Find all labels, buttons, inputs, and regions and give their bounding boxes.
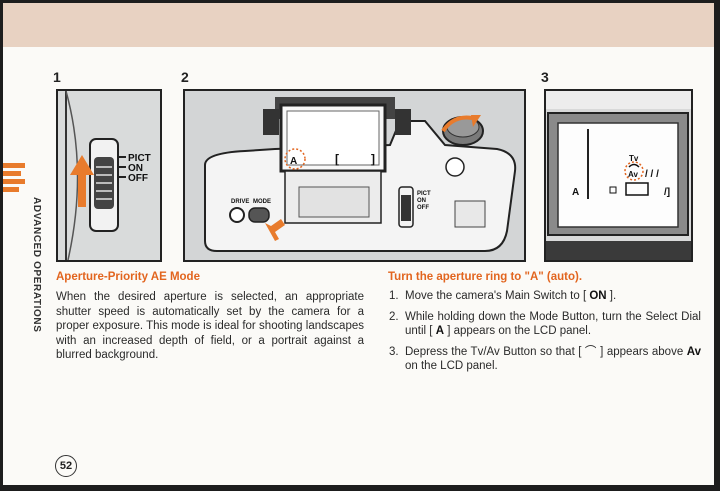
switch-label-pict: PICT <box>128 153 151 164</box>
figure-1-main-switch: PICT ON OFF <box>56 89 162 262</box>
lcd-av-label: Av <box>628 170 638 179</box>
camera-switch-label-on: ON <box>417 198 426 204</box>
figure-3-lcd-panel: Tv Av / / / A /] <box>544 89 693 262</box>
switch-label-on: ON <box>128 163 143 174</box>
right-section-title: Turn the aperture ring to "A" (auto). <box>388 271 583 283</box>
lcd-tv-label: Tv <box>629 154 639 163</box>
svg-text:]: ] <box>371 152 375 166</box>
mode-button-label: MODE <box>253 199 271 205</box>
figure-2-number: 2 <box>181 69 189 85</box>
left-section-title: Aperture-Priority AE Mode <box>56 271 200 283</box>
left-section-text: When the desired aperture is selected, a… <box>56 291 364 361</box>
figure-2-camera-top: A [ ] DRIVE MODE PICT ON OFF <box>183 89 526 262</box>
camera-switch-label-off: OFF <box>417 205 429 211</box>
svg-text:/]: /] <box>664 187 670 198</box>
step-item: 2. While holding down the Mode Button, t… <box>389 310 701 338</box>
figure-3-number: 3 <box>541 69 549 85</box>
svg-text:/ / /: / / / <box>645 169 659 180</box>
section-side-label: ADVANCED OPERATIONS <box>31 197 42 333</box>
instruction-steps: 1. Move the camera's Main Switch to [ ON… <box>389 289 701 380</box>
camera-switch-label-pict: PICT <box>417 191 431 197</box>
svg-text:[: [ <box>335 152 339 166</box>
page-number: 52 <box>55 455 77 477</box>
figure-1-number: 1 <box>53 69 61 85</box>
switch-label-off: OFF <box>128 173 148 184</box>
manual-page: ADVANCED OPERATIONS 1 2 3 PICT ON OFF <box>3 3 714 485</box>
top-color-band <box>3 3 714 47</box>
lcd-a-label: A <box>572 187 579 198</box>
section-edge-marks <box>3 163 33 195</box>
step-item: 1. Move the camera's Main Switch to [ ON… <box>389 290 617 302</box>
lcd-aperture-indicator: A <box>290 156 297 167</box>
step-item: 3. Depress the Tv/Av Button so that [ ⌒ … <box>389 345 701 373</box>
drive-button-label: DRIVE <box>231 199 249 205</box>
